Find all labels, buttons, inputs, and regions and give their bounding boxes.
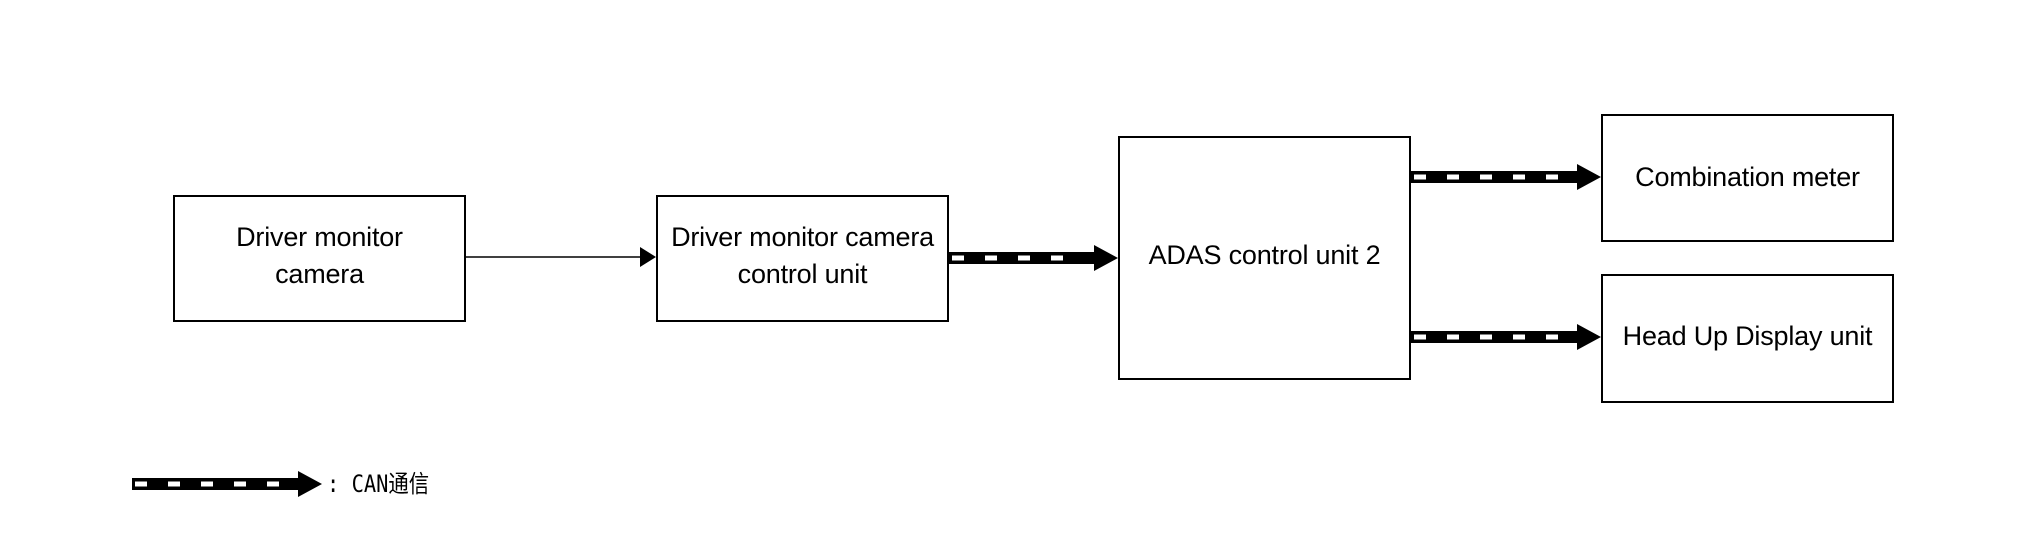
arrowhead-icon: [298, 471, 322, 497]
can-dash: [1480, 334, 1492, 340]
can-dash: [1546, 174, 1558, 180]
node-label: Head Up Display unit: [1603, 318, 1892, 355]
edge-dmc-to-adas: [949, 245, 1118, 271]
node-driver-monitor-camera: Driver monitor camera: [173, 195, 466, 322]
arrow-shaft: [132, 478, 298, 490]
node-label-line: Driver monitor: [236, 222, 403, 252]
arrowhead-icon: [1577, 324, 1601, 350]
can-dash: [201, 481, 213, 487]
node-label-line: Driver monitor camera: [671, 222, 934, 252]
arrowhead-icon: [1577, 164, 1601, 190]
node-label-line: camera: [275, 259, 364, 289]
node-driver-monitor-camera-control-unit: Driver monitor camera control unit: [656, 195, 949, 322]
node-label: Driver monitor camera control unit: [658, 219, 947, 293]
can-dash: [952, 255, 964, 261]
edge-adas-to-meter: [1411, 164, 1601, 190]
legend-label: : CAN通信: [327, 470, 430, 498]
node-adas-control-unit-2: ADAS control unit 2: [1118, 136, 1411, 380]
can-dash: [1546, 334, 1558, 340]
arrow-shaft: [1411, 331, 1577, 343]
arrowhead-icon: [640, 247, 656, 267]
can-dash: [1513, 334, 1525, 340]
node-label-line: Head Up Display unit: [1622, 321, 1873, 351]
can-dash: [1414, 174, 1426, 180]
can-dash: [267, 481, 279, 487]
node-combination-meter: Combination meter: [1601, 114, 1894, 242]
edge-camera-to-dmc: [466, 247, 656, 267]
node-label-line: control unit: [737, 259, 868, 289]
node-label-line: ADAS control unit 2: [1148, 240, 1381, 270]
node-label: Combination meter: [1603, 159, 1892, 196]
arrow-shaft: [1411, 171, 1577, 183]
can-dash: [1447, 334, 1459, 340]
node-label: ADAS control unit 2: [1120, 237, 1409, 274]
can-dash: [135, 481, 147, 487]
arrowhead-icon: [1094, 245, 1118, 271]
node-label-line: Combination meter: [1635, 162, 1860, 192]
can-dash: [985, 255, 997, 261]
node-head-up-display-unit: Head Up Display unit: [1601, 274, 1894, 403]
can-dash: [1018, 255, 1030, 261]
can-dash: [1447, 174, 1459, 180]
can-dash: [168, 481, 180, 487]
node-label: Driver monitor camera: [175, 219, 464, 293]
can-dash: [1480, 174, 1492, 180]
can-dash: [1513, 174, 1525, 180]
can-dash: [234, 481, 246, 487]
edge-adas-to-hud: [1411, 324, 1601, 350]
legend-can-arrow-icon: [132, 471, 322, 497]
can-dash: [1414, 334, 1426, 340]
can-dash: [1051, 255, 1063, 261]
